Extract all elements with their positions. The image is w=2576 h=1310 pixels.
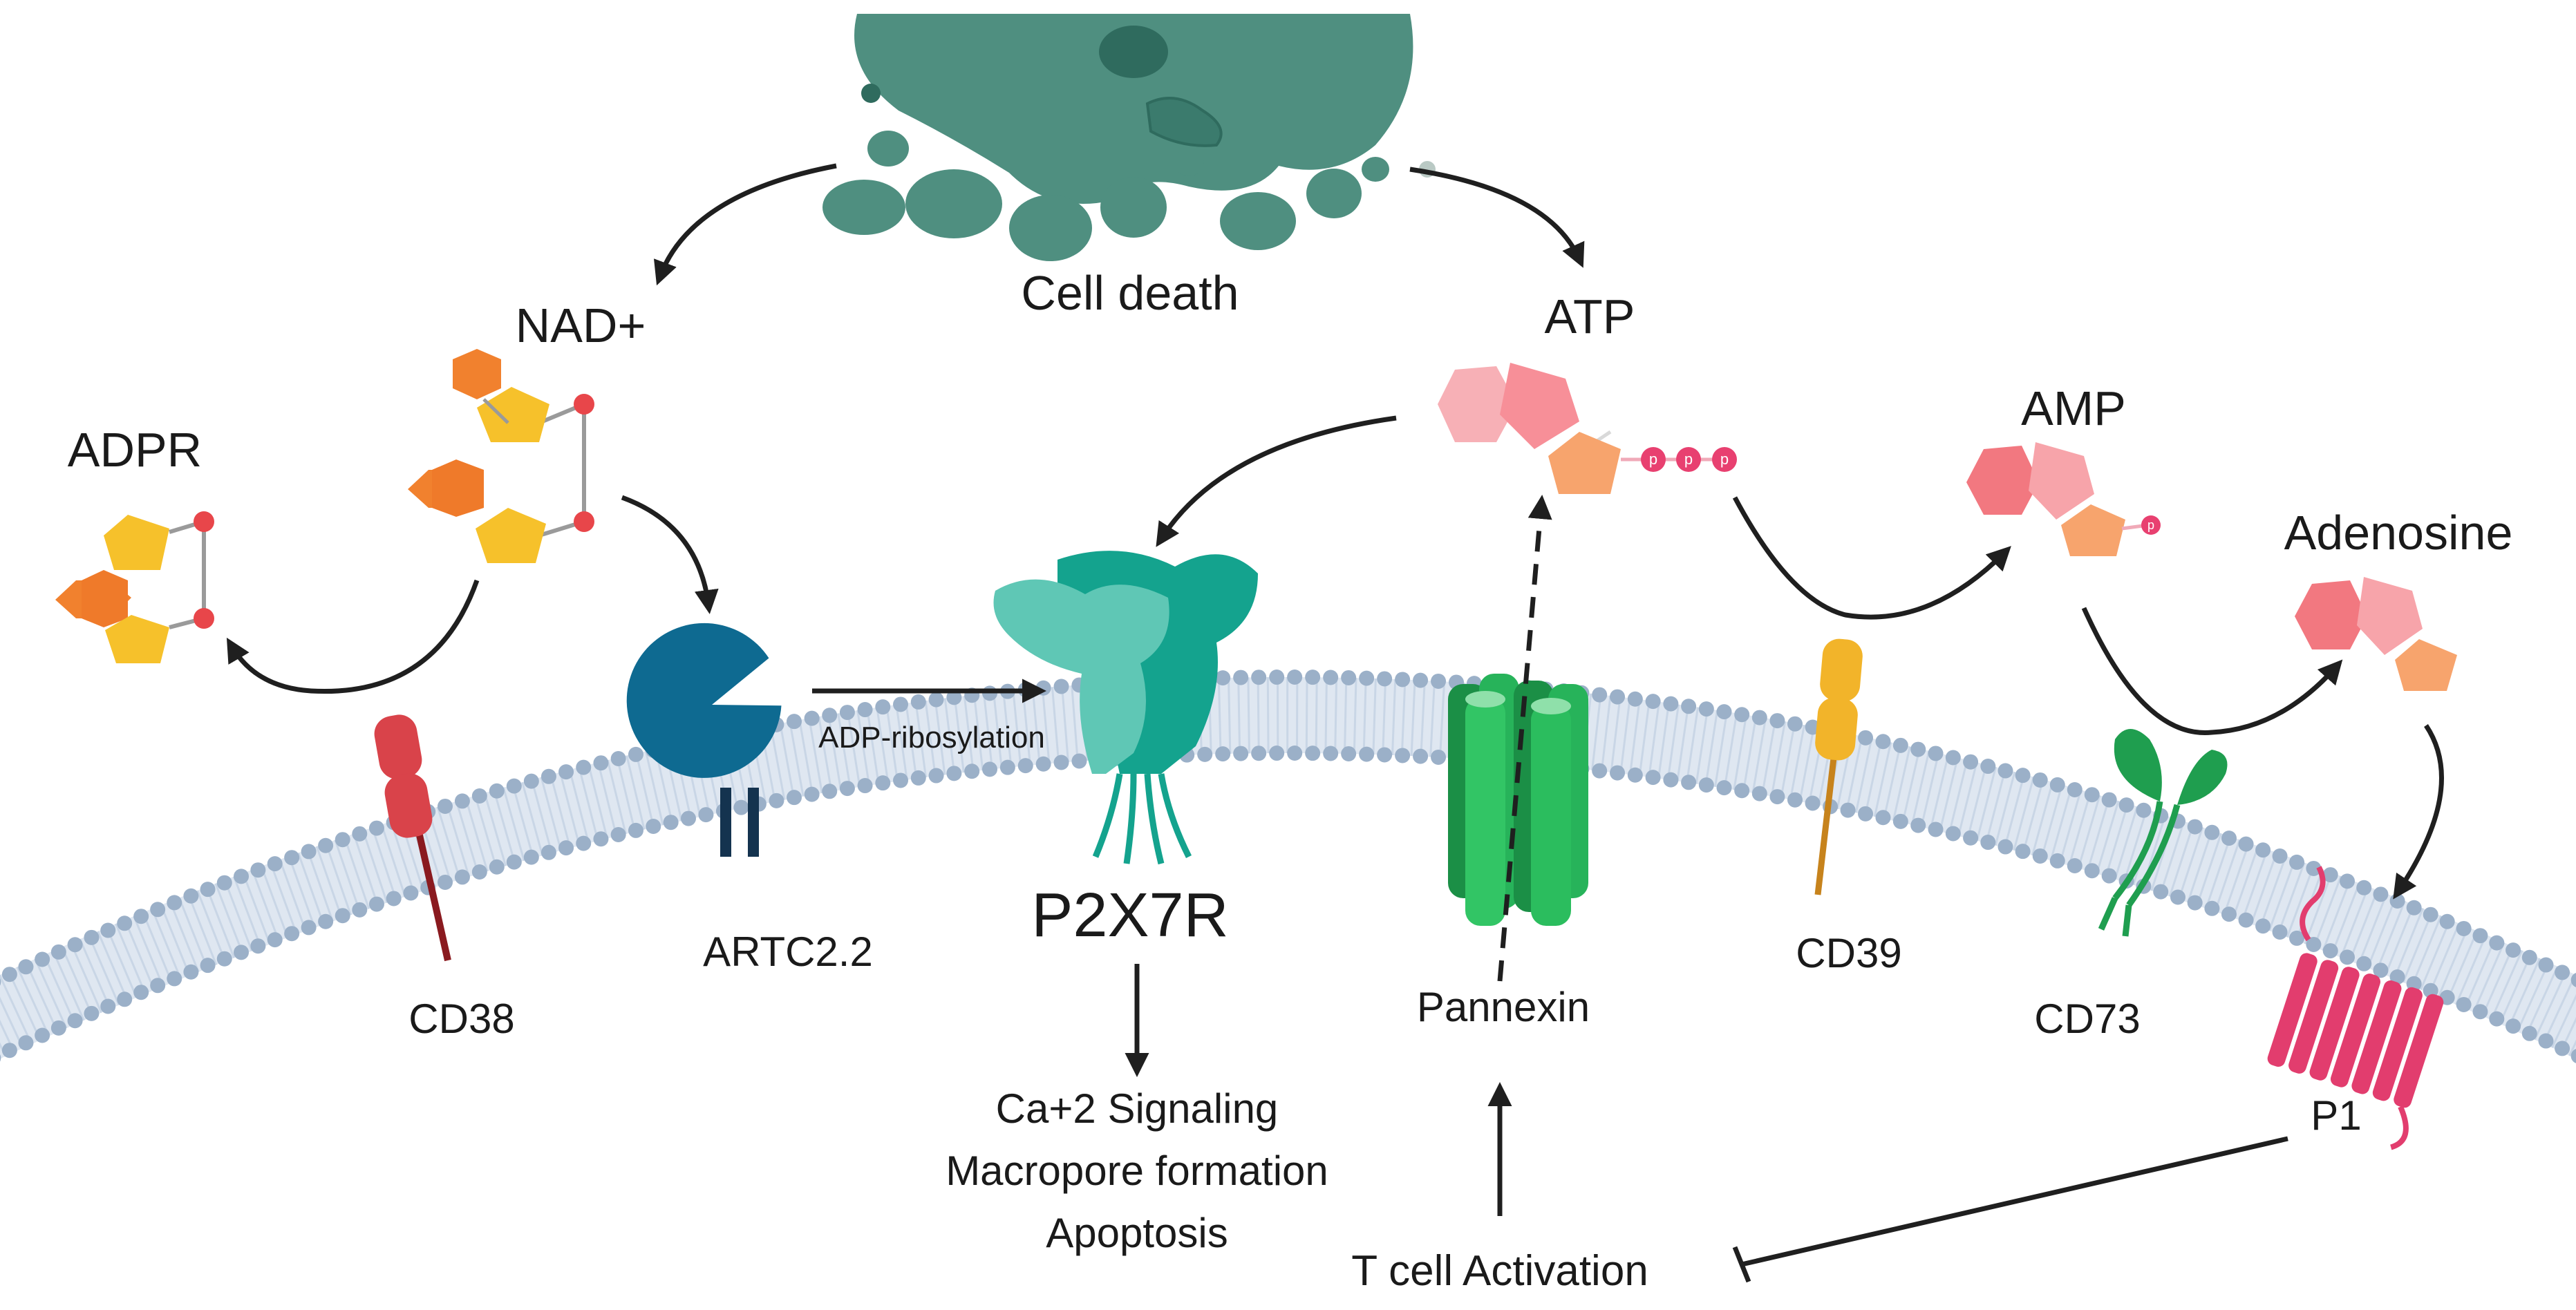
arrow-atp-to-amp (1732, 496, 2011, 620)
label-outcome-apoptosis: Apoptosis (1046, 1210, 1228, 1256)
label-atp: ATP (1545, 289, 1635, 343)
cd73-enzyme (2098, 729, 2228, 937)
arrow-amp-to-adenosine (2081, 607, 2343, 735)
arrow-pannexin-atp-release (1497, 495, 1552, 982)
phosphate-label: p (1649, 450, 1657, 468)
label-cd73: CD73 (2034, 996, 2140, 1042)
arrows (226, 163, 2444, 1216)
adpr-molecule (55, 511, 214, 663)
nad-molecule (408, 349, 594, 563)
phosphate-label: p (1684, 450, 1693, 468)
arrow-cell-death-to-nad (654, 163, 837, 286)
label-cd38: CD38 (408, 996, 514, 1042)
label-outcome-macropore: Macropore formation (946, 1148, 1328, 1194)
label-amp: AMP (2021, 381, 2126, 435)
label-adpr: ADPR (68, 423, 202, 477)
arrow-cell-death-to-atp (1409, 167, 1585, 268)
cell-membrane (0, 670, 2576, 1063)
amp-molecule: p (1966, 442, 2161, 556)
pannexin-channel (1448, 674, 1588, 926)
label-adenosine: Adenosine (2284, 506, 2513, 560)
label-cd39: CD39 (1796, 930, 1901, 976)
arrow-atp-to-p2x7r (1156, 415, 1397, 547)
cd38-receptor (374, 714, 451, 962)
arrow-nad-to-adpr (226, 579, 480, 694)
label-p2x7r: P2X7R (1031, 881, 1228, 950)
label-pannexin: Pannexin (1417, 984, 1590, 1030)
artc2-2-enzyme (626, 623, 782, 857)
p2x7r-receptor (993, 551, 1258, 865)
arrow-nad-to-artc (621, 495, 719, 614)
phosphate-label: p (2147, 518, 2154, 532)
labels: Cell death NAD+ ADPR ATP AMP Adenosine A… (68, 266, 2513, 1295)
adenosine-molecule (2295, 577, 2457, 691)
dying-cell-illustration (822, 14, 1436, 261)
label-p1: P1 (2311, 1092, 2361, 1139)
cd39-enzyme (1814, 638, 1863, 895)
label-cell-death: Cell death (1021, 266, 1239, 320)
p1-receptor (2267, 866, 2444, 1150)
label-nad: NAD+ (516, 298, 646, 352)
label-t-cell-activation: T cell Activation (1351, 1247, 1648, 1295)
arrow-adenosine-to-p1 (2393, 724, 2444, 900)
atp-molecule: p p p (1438, 363, 1737, 494)
label-adp-ribosylation: ADP-ribosylation (818, 721, 1045, 754)
label-artc: ARTC2.2 (703, 929, 873, 975)
inhibition-p1-to-t-cell (1732, 1136, 2288, 1283)
label-outcome-calcium: Ca+2 Signaling (996, 1085, 1279, 1132)
phosphate-label: p (1720, 450, 1729, 468)
